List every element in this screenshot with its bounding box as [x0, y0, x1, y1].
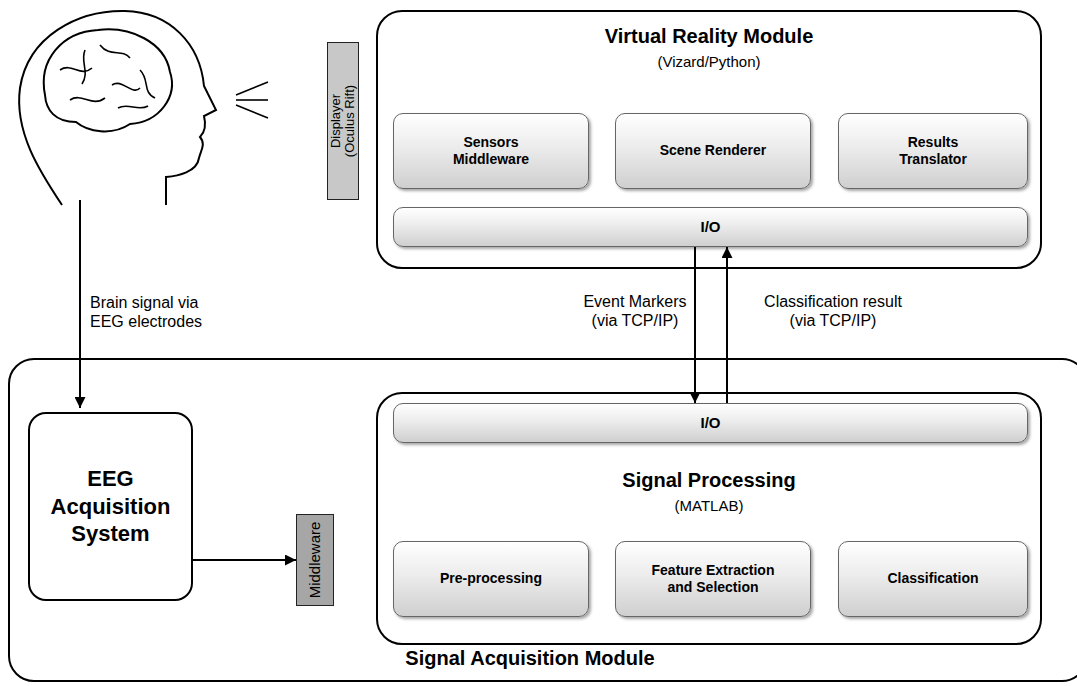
sight-lines — [236, 82, 268, 118]
node-title: Pre-processing — [440, 570, 542, 588]
text-group: Feature Extraction and Selection — [643, 562, 783, 597]
text-group: I/O — [700, 218, 720, 237]
brain-folds — [60, 45, 155, 108]
connector-label: Classification result (via TCP/IP) — [753, 292, 913, 330]
component-box: Scene Renderer — [615, 113, 811, 189]
io-bar: I/O — [393, 207, 1028, 247]
component-box: Feature Extraction and Selection — [615, 541, 811, 617]
node-title: Virtual Reality Module — [378, 24, 1040, 49]
text-group: EEG Acquisition System — [41, 465, 181, 548]
text-group: Signal Acquisition Module — [330, 646, 730, 671]
node-title: Displayer (Oculus Rift) — [329, 71, 356, 171]
text-group: Signal Processing (MATLAB) — [378, 468, 1040, 516]
module-panel: EEG Acquisition SystemMiddleware I/O Pre-p… — [8, 358, 1077, 682]
sight-line — [236, 105, 268, 118]
connector-arrow — [193, 559, 296, 561]
brain-signal-arrow — [79, 200, 81, 408]
node-title: Results Translator — [883, 134, 983, 169]
component-box: Results Translator — [838, 113, 1028, 189]
text-group: Scene Renderer — [660, 142, 767, 160]
connector-arrow — [694, 247, 696, 403]
text-group: Pre-processing — [440, 570, 542, 588]
node-title: Feature Extraction and Selection — [643, 562, 783, 597]
component-box: Sensors Middleware — [393, 113, 589, 189]
acquisition-box: EEG Acquisition System — [28, 412, 193, 601]
text-group: Sensors Middleware — [436, 134, 546, 169]
head-outline — [19, 11, 216, 205]
display-device: Displayer (Oculus Rift) — [327, 42, 359, 200]
text-group: Displayer (Oculus Rift) — [329, 71, 356, 171]
io-bar: I/O — [393, 403, 1028, 443]
sight-line — [236, 99, 268, 101]
component-box: Pre-processing — [393, 541, 589, 617]
text-group: Classification — [887, 570, 978, 588]
head-illustration — [19, 11, 216, 205]
node-title: I/O — [700, 218, 720, 237]
node-subtitle: (MATLAB) — [378, 497, 1040, 516]
node-subtitle: (Vizard/Python) — [378, 53, 1040, 72]
text-group: Virtual Reality Module (Vizard/Python) — [378, 24, 1040, 72]
node-title: Signal Acquisition Module — [330, 646, 730, 671]
node-title: Middleware — [307, 516, 323, 604]
node-title: Signal Processing — [378, 468, 1040, 493]
node-title: Scene Renderer — [660, 142, 767, 160]
connector-label: Event Markers (via TCP/IP) — [575, 292, 695, 330]
processing-panel: I/O Pre-processing Feature Extraction and … — [376, 392, 1042, 645]
text-group: Results Translator — [883, 134, 983, 169]
node-title: Classification — [887, 570, 978, 588]
middleware-box: Middleware — [296, 514, 334, 606]
brain-outline — [44, 29, 172, 131]
node-title: I/O — [700, 414, 720, 433]
sight-line — [236, 82, 268, 95]
connector-arrow — [726, 247, 728, 403]
signal-label: Brain signal via EEG electrodes — [90, 293, 225, 331]
node-title: Sensors Middleware — [436, 134, 546, 169]
node-title: EEG Acquisition System — [41, 465, 181, 548]
text-group: I/O — [700, 414, 720, 433]
module-panel: Sensors Middleware Scene Renderer Results … — [376, 10, 1042, 269]
text-group: Middleware — [307, 516, 323, 604]
component-box: Classification — [838, 541, 1028, 617]
